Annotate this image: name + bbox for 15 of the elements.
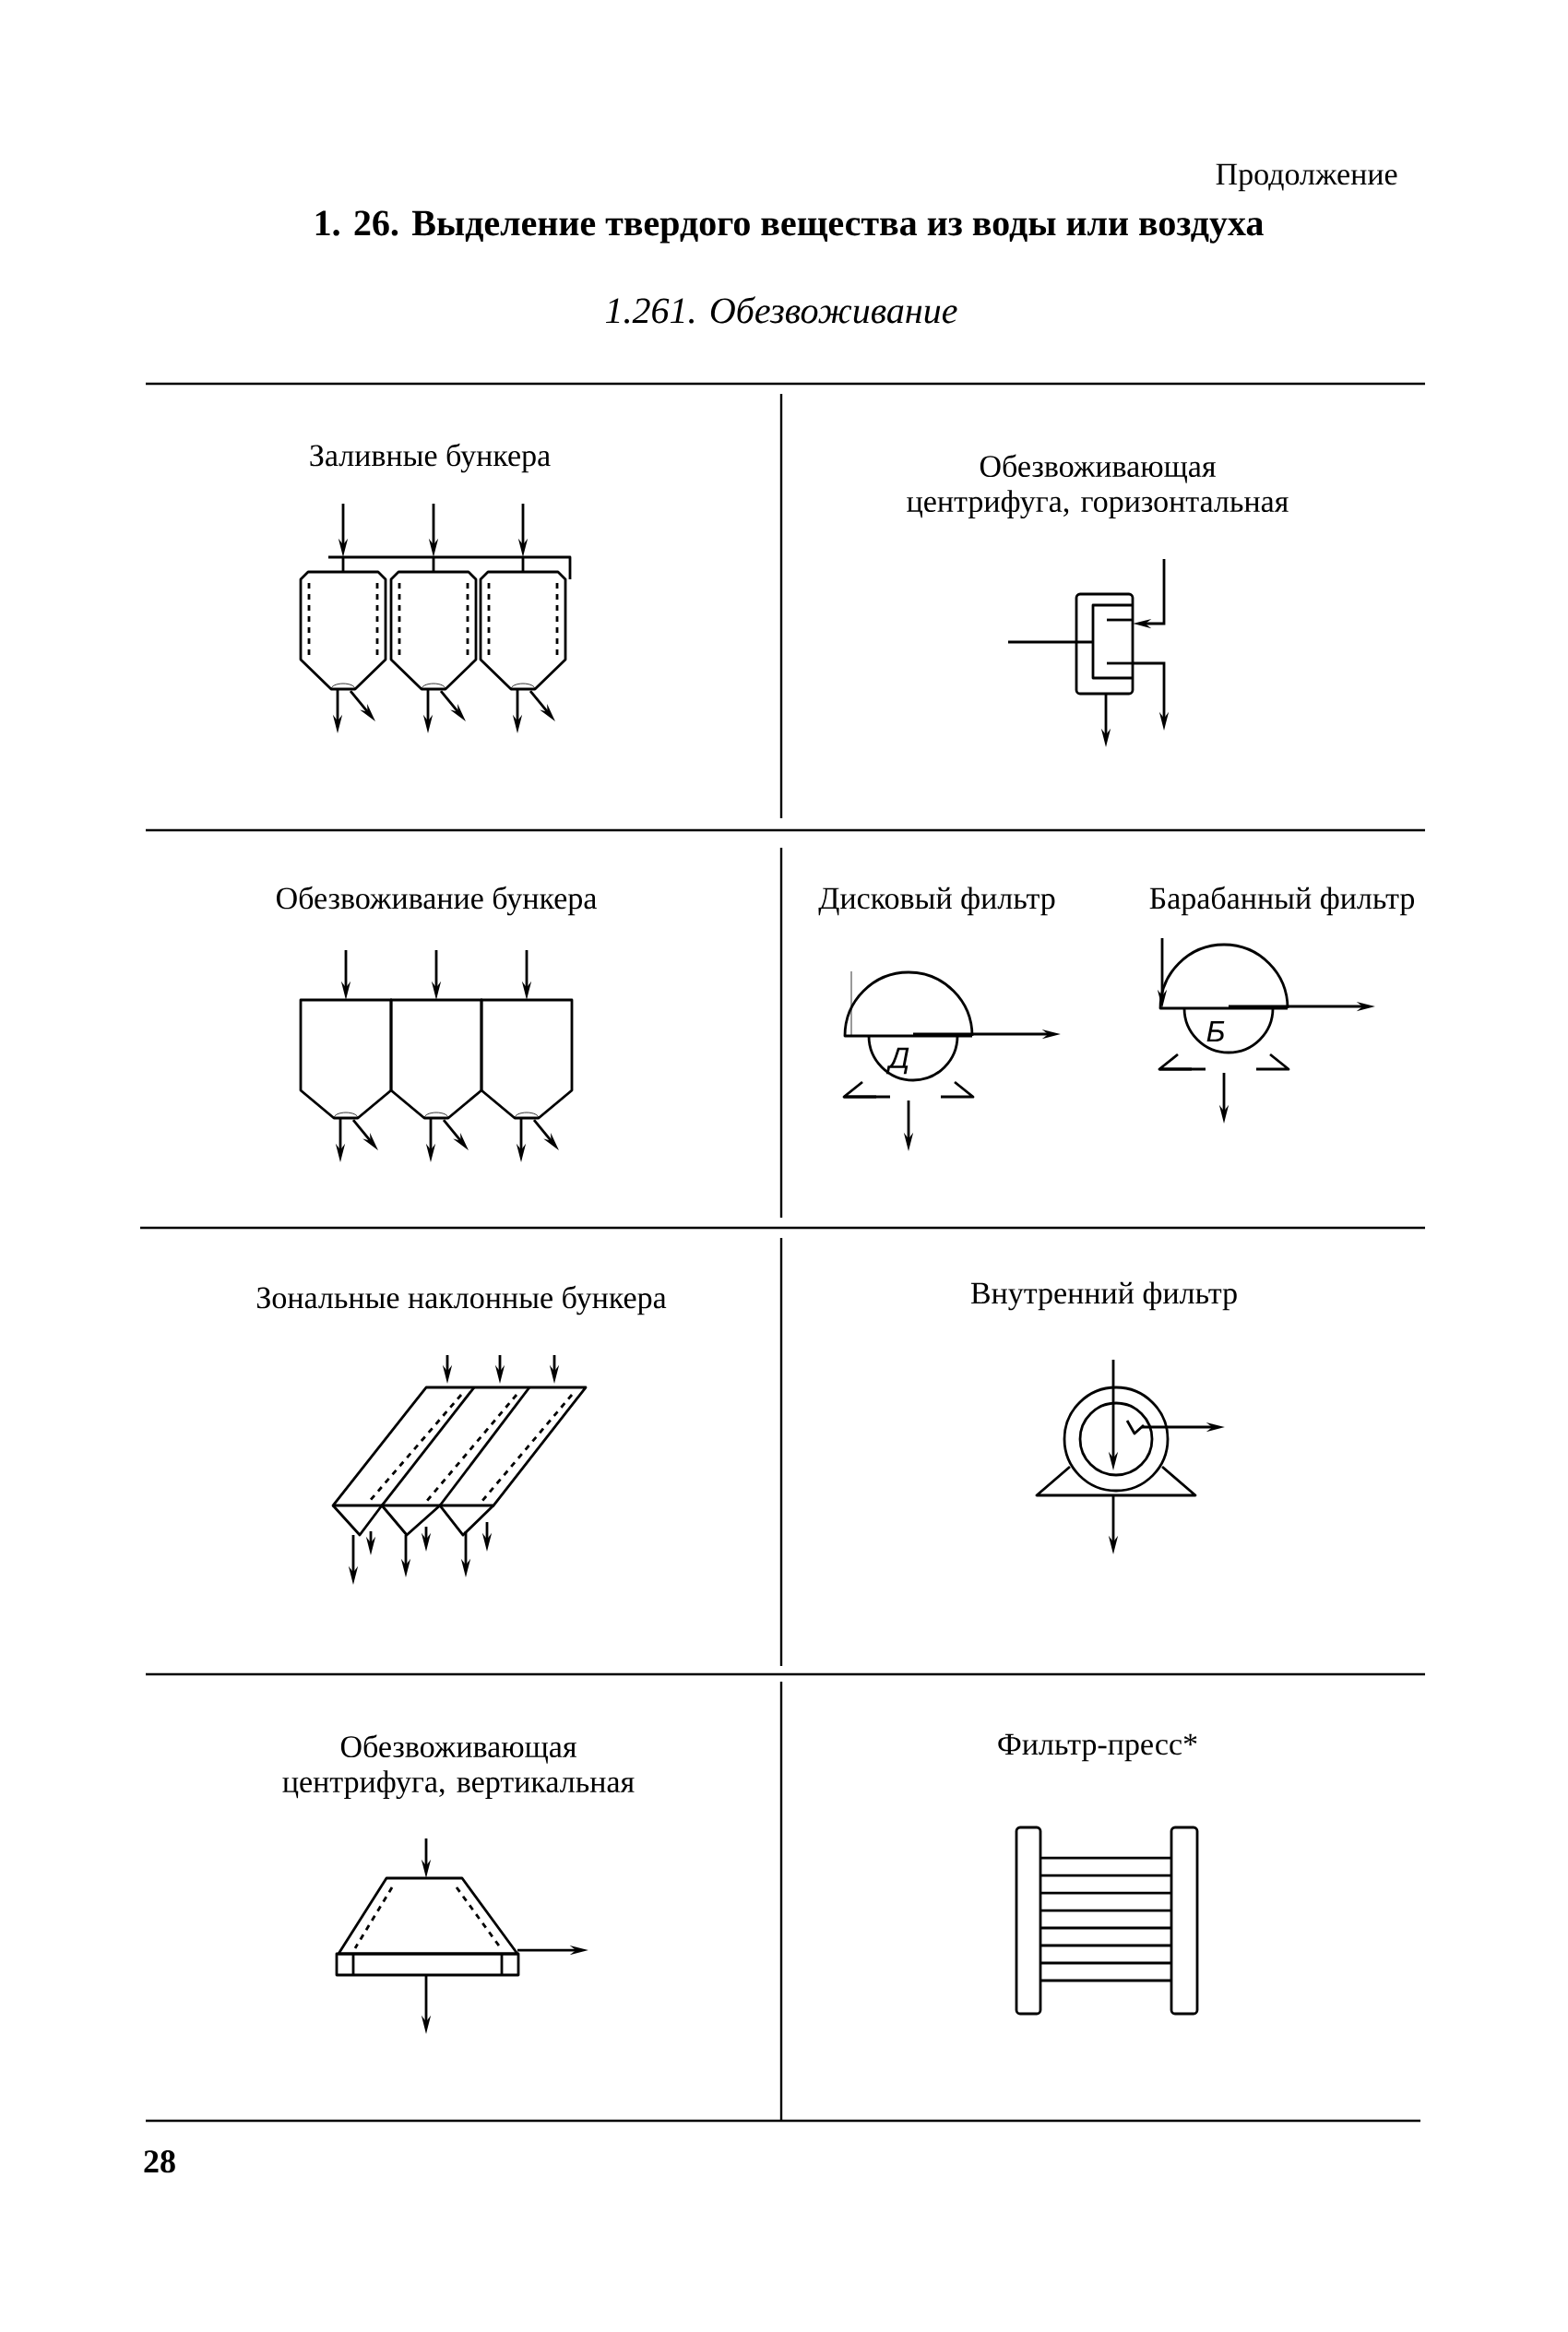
continuation-note: Продолжение [1216,163,1397,192]
cell-caption: Зональные наклонные бункера [256,1285,667,1315]
cell-caption: Заливные бункера [310,443,551,473]
section-title: 1.261. Обезвоживание [605,296,957,324]
cell-caption: Барабанный фильтр [1149,886,1415,916]
cell-caption: Дисковый фильтр [818,886,1055,916]
cell-caption: Обезвоживание бункера [277,886,597,916]
page-number: 28 [144,2150,175,2173]
cell-caption: Фильтр-пресс* [998,1733,1197,1762]
cell-caption: Внутренний фильтр [970,1281,1237,1311]
page-heading: 1. 26. Выделение твердого вещества из воды или воздуха [315,210,1264,244]
cell-caption: Обезвоживающая центрифуга, вертикальная [282,1734,635,1800]
cell-caption: Обезвоживающая центрифуга, горизонтальная [907,454,1289,519]
symbol-letter: Б [1206,1021,1225,1041]
symbol-letter: Д [885,1047,909,1075]
